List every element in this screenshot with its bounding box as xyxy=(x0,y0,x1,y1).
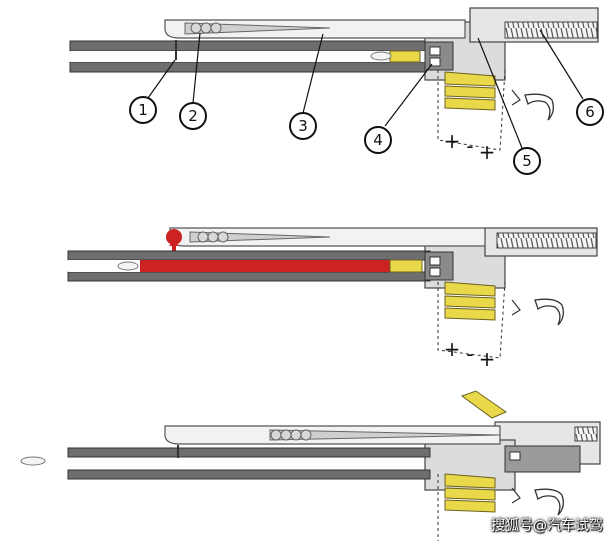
sign-plus-1: + xyxy=(444,129,461,153)
callout-4: 4 xyxy=(373,131,383,149)
barrel-lower xyxy=(69,61,426,73)
leader-lines xyxy=(147,29,584,149)
sign-minus-2: - xyxy=(466,342,473,366)
piston-rod-3 xyxy=(269,429,501,441)
trigger-guard-3 xyxy=(511,487,521,504)
chambered-cartridge-2 xyxy=(389,259,423,273)
recoil-spring xyxy=(504,21,598,39)
bullet xyxy=(370,51,392,61)
barrel-lower-3 xyxy=(67,469,431,480)
barrel-lower-2 xyxy=(67,271,431,282)
trigger-3 xyxy=(534,488,564,516)
panel-ejection xyxy=(20,390,601,541)
magazine xyxy=(444,71,496,111)
gas-in-bore xyxy=(140,260,390,272)
barrel-upper-3 xyxy=(67,447,431,458)
bolt-lug xyxy=(429,46,441,56)
chambered-cartridge xyxy=(389,50,421,63)
callout-2: 2 xyxy=(188,107,198,125)
panel-firing: + - + xyxy=(67,227,598,371)
sign-plus-3: + xyxy=(444,337,461,361)
sign-plus-4: + xyxy=(479,347,496,371)
callout-5: 5 xyxy=(522,152,532,170)
exiting-bullet xyxy=(20,456,46,466)
watermark: 搜狐号@汽车试驾 xyxy=(491,518,603,534)
bore xyxy=(70,51,425,62)
trigger-2 xyxy=(534,298,564,326)
piston-head xyxy=(190,22,222,34)
panel-ready: 1 2 3 4 5 6 + - + xyxy=(69,7,604,175)
trigger xyxy=(524,93,554,121)
magazine-outline-2 xyxy=(437,281,506,359)
gas-expansion xyxy=(166,229,182,245)
bullet-2 xyxy=(117,261,139,271)
recoil-spring-3 xyxy=(574,426,598,442)
callout-1: 1 xyxy=(138,101,148,119)
recoil-spring-2 xyxy=(496,232,597,249)
piston-head-2 xyxy=(197,231,229,243)
gas-arrow xyxy=(169,240,179,246)
sign-minus-1: - xyxy=(466,134,473,158)
bolt-carrier-3 xyxy=(504,445,581,473)
sign-plus-2: + xyxy=(479,140,496,164)
magazine-3 xyxy=(444,473,496,513)
trigger-guard xyxy=(511,89,521,106)
bolt-lug-2 xyxy=(429,57,441,67)
trigger-guard-2 xyxy=(511,299,521,316)
piston-rod xyxy=(184,22,331,35)
magazine-2 xyxy=(444,281,496,321)
barrel-upper xyxy=(69,40,426,52)
callout-3: 3 xyxy=(298,117,308,135)
callout-circles xyxy=(129,96,604,175)
ejected-case xyxy=(460,390,508,419)
piston-head-3 xyxy=(270,429,312,441)
callout-6: 6 xyxy=(585,103,595,121)
barrel-upper-2 xyxy=(67,250,431,261)
